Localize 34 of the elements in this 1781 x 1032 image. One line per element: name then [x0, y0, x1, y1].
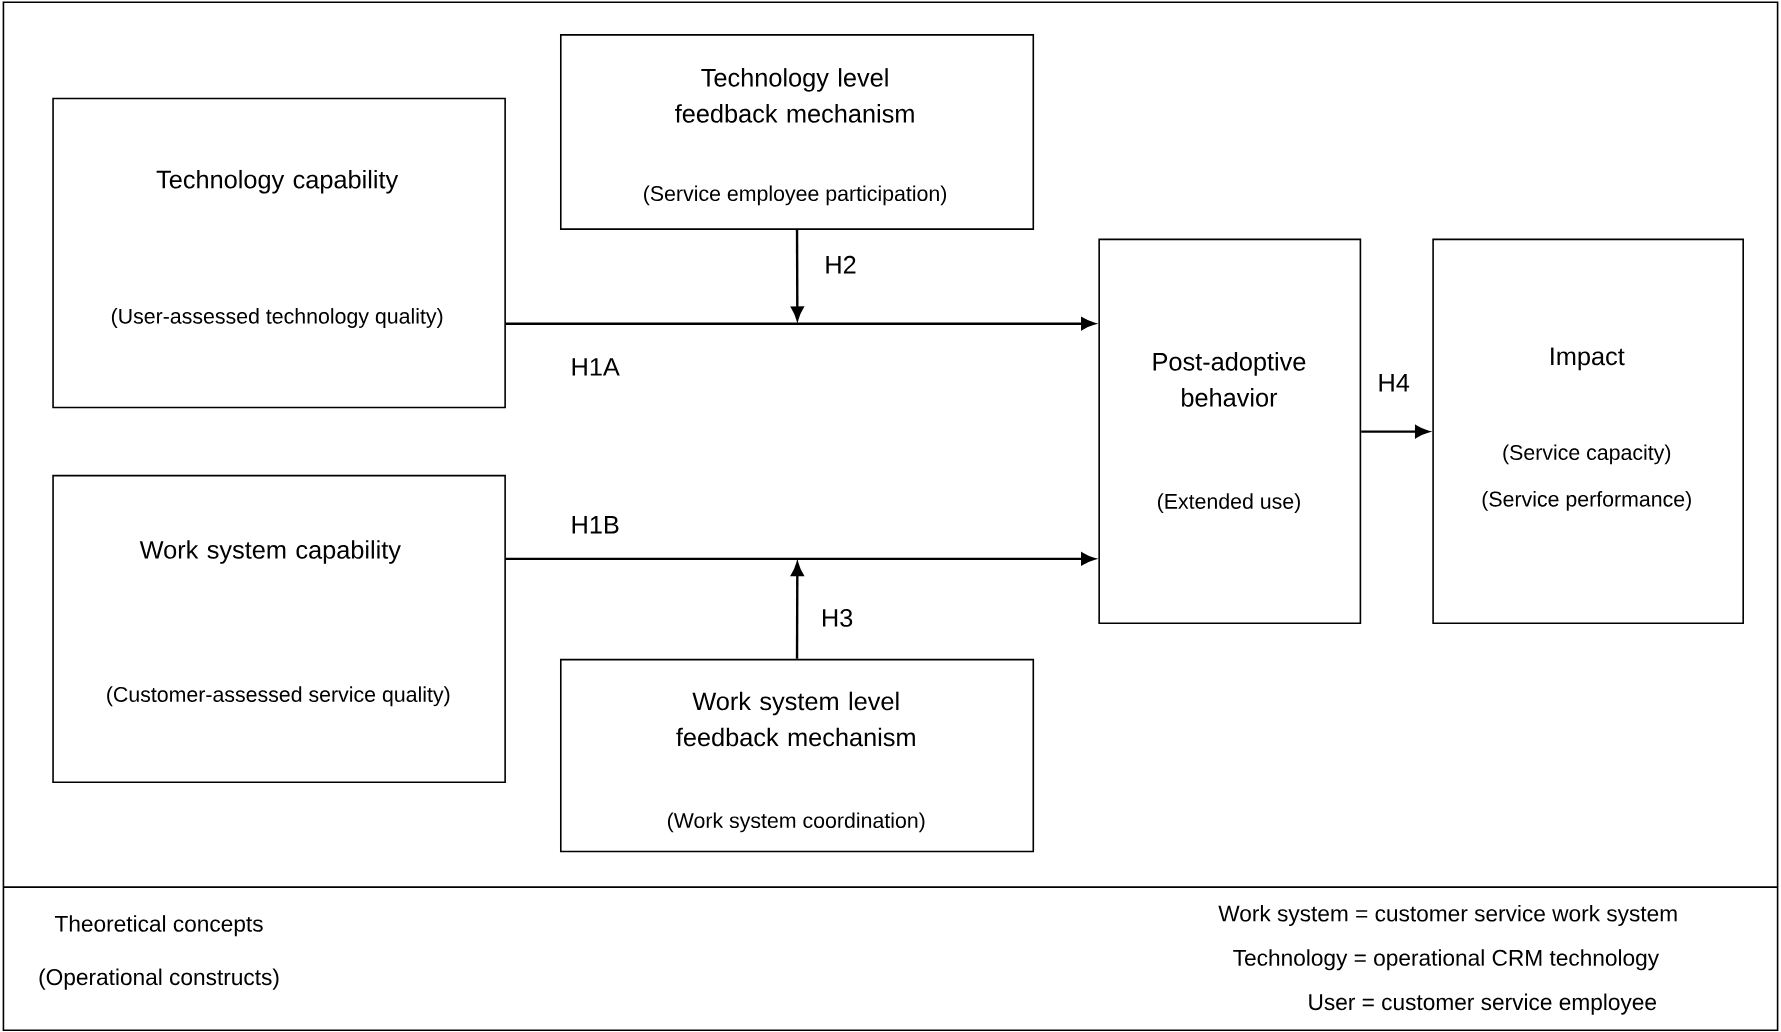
- arrow: [505, 552, 1096, 565]
- construct-measure: (Service performance): [1482, 490, 1691, 511]
- construct-title: Technology capability: [156, 169, 399, 194]
- note-text: Theoretical concepts: [54, 914, 263, 937]
- construct-measure: (User-assessed technology quality): [111, 307, 443, 328]
- note-text: (Operational constructs): [39, 968, 279, 990]
- construct-measure: (Service employee participation): [644, 185, 947, 206]
- construct-title: Work system level feedback mechanism: [676, 691, 915, 747]
- construct-box: [52, 474, 506, 783]
- construct-measure: (Extended use): [1157, 493, 1300, 513]
- construct-box: [1432, 238, 1744, 624]
- hypothesis-label: H4: [1376, 372, 1412, 393]
- construct-box: [560, 658, 1035, 853]
- construct-box: [560, 33, 1035, 230]
- note-text: Technology = operational CRM technology: [1233, 949, 1660, 971]
- note-text: Work system = customer service work system: [1218, 904, 1677, 926]
- construct-box: [52, 97, 506, 408]
- hypothesis-label: H1A: [569, 356, 622, 377]
- hypothesis-label: H2: [823, 254, 859, 275]
- construct-title: Impact: [1551, 347, 1625, 370]
- construct-measure: (Customer-assessed service quality): [107, 686, 450, 706]
- construct-title: Post-adoptive behavior: [1153, 351, 1306, 407]
- construct-box: [1098, 238, 1362, 624]
- construct-title: Technology level feedback mechanism: [675, 67, 914, 123]
- arrow: [1361, 425, 1430, 438]
- arrow: [505, 317, 1096, 330]
- hypothesis-label: H1B: [569, 514, 622, 535]
- construct-measure: (Work system coordination): [667, 812, 925, 833]
- arrow: [791, 229, 804, 321]
- construct-measure: (Service capacity): [1503, 444, 1671, 465]
- note-text: User = customer service employee: [1309, 993, 1656, 1015]
- construct-title: Work system capability: [139, 539, 401, 564]
- hypothesis-label: H3: [819, 607, 855, 628]
- arrow: [791, 561, 804, 659]
